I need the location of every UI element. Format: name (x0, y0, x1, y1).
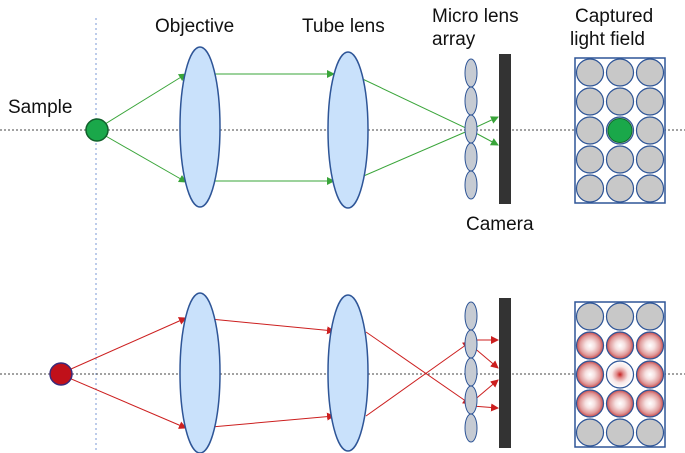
light-field-cell (605, 174, 635, 203)
micro-lens-array-label-line1: Micro lens (432, 6, 519, 27)
objective-label: Objective (155, 16, 234, 37)
light-field-cell (605, 418, 635, 447)
light-field-cell (635, 174, 665, 203)
light-field-cell (575, 331, 605, 360)
in-focus-configuration (0, 46, 685, 209)
light-field-cell (635, 87, 665, 116)
light-field-cell (605, 58, 635, 87)
captured-point-green (607, 118, 633, 143)
camera-label: Camera (466, 214, 534, 235)
light-field-cell (605, 389, 635, 418)
captured-light-field-grid-top (574, 57, 666, 204)
objective-lens-top (179, 46, 221, 208)
objective-lens-bottom (179, 292, 221, 453)
light-field-cell (635, 389, 665, 418)
tube-lens-bottom (327, 294, 369, 452)
light-field-cell (635, 331, 665, 360)
captured-grid-cells-top (575, 58, 665, 203)
light-field-cell (635, 145, 665, 174)
light-field-cell (575, 174, 605, 203)
light-field-cell (605, 145, 635, 174)
light-field-cell (635, 302, 665, 331)
tube-lens-top (327, 51, 369, 209)
sample-label: Sample (8, 97, 72, 118)
in-focus-rays (96, 70, 499, 185)
light-field-cell (635, 418, 665, 447)
out-of-focus-configuration (0, 292, 685, 453)
light-field-cell (635, 360, 665, 389)
captured-grid-cells-bottom (575, 302, 665, 447)
micro-lens-array-top (464, 58, 478, 200)
light-field-cell (635, 116, 665, 145)
micro-lens-array-bottom (464, 301, 478, 443)
light-field-cell (575, 360, 605, 389)
sample-point-red (49, 362, 73, 386)
light-field-cell (575, 145, 605, 174)
captured-light-field-label-line1: Captured (575, 6, 653, 27)
light-field-cell (575, 389, 605, 418)
micro-lens-array-label-line2: array (432, 29, 476, 50)
light-field-cell (575, 302, 605, 331)
light-field-cell (575, 116, 605, 145)
sample-point-green (85, 118, 109, 142)
light-field-cell (575, 87, 605, 116)
light-field-cell (575, 418, 605, 447)
light-field-cell (575, 58, 605, 87)
light-field-cell (605, 331, 635, 360)
out-of-focus-rays (61, 317, 499, 429)
light-field-cell (605, 302, 635, 331)
camera-sensor-bottom (499, 298, 511, 448)
light-field-cell (605, 360, 635, 389)
light-field-cell (605, 87, 635, 116)
captured-light-field-grid-bottom (574, 301, 666, 448)
captured-light-field-label-line2: light field (570, 29, 645, 50)
camera-sensor-top (499, 54, 511, 204)
tube-lens-label: Tube lens (302, 16, 385, 37)
light-field-cell (635, 58, 665, 87)
